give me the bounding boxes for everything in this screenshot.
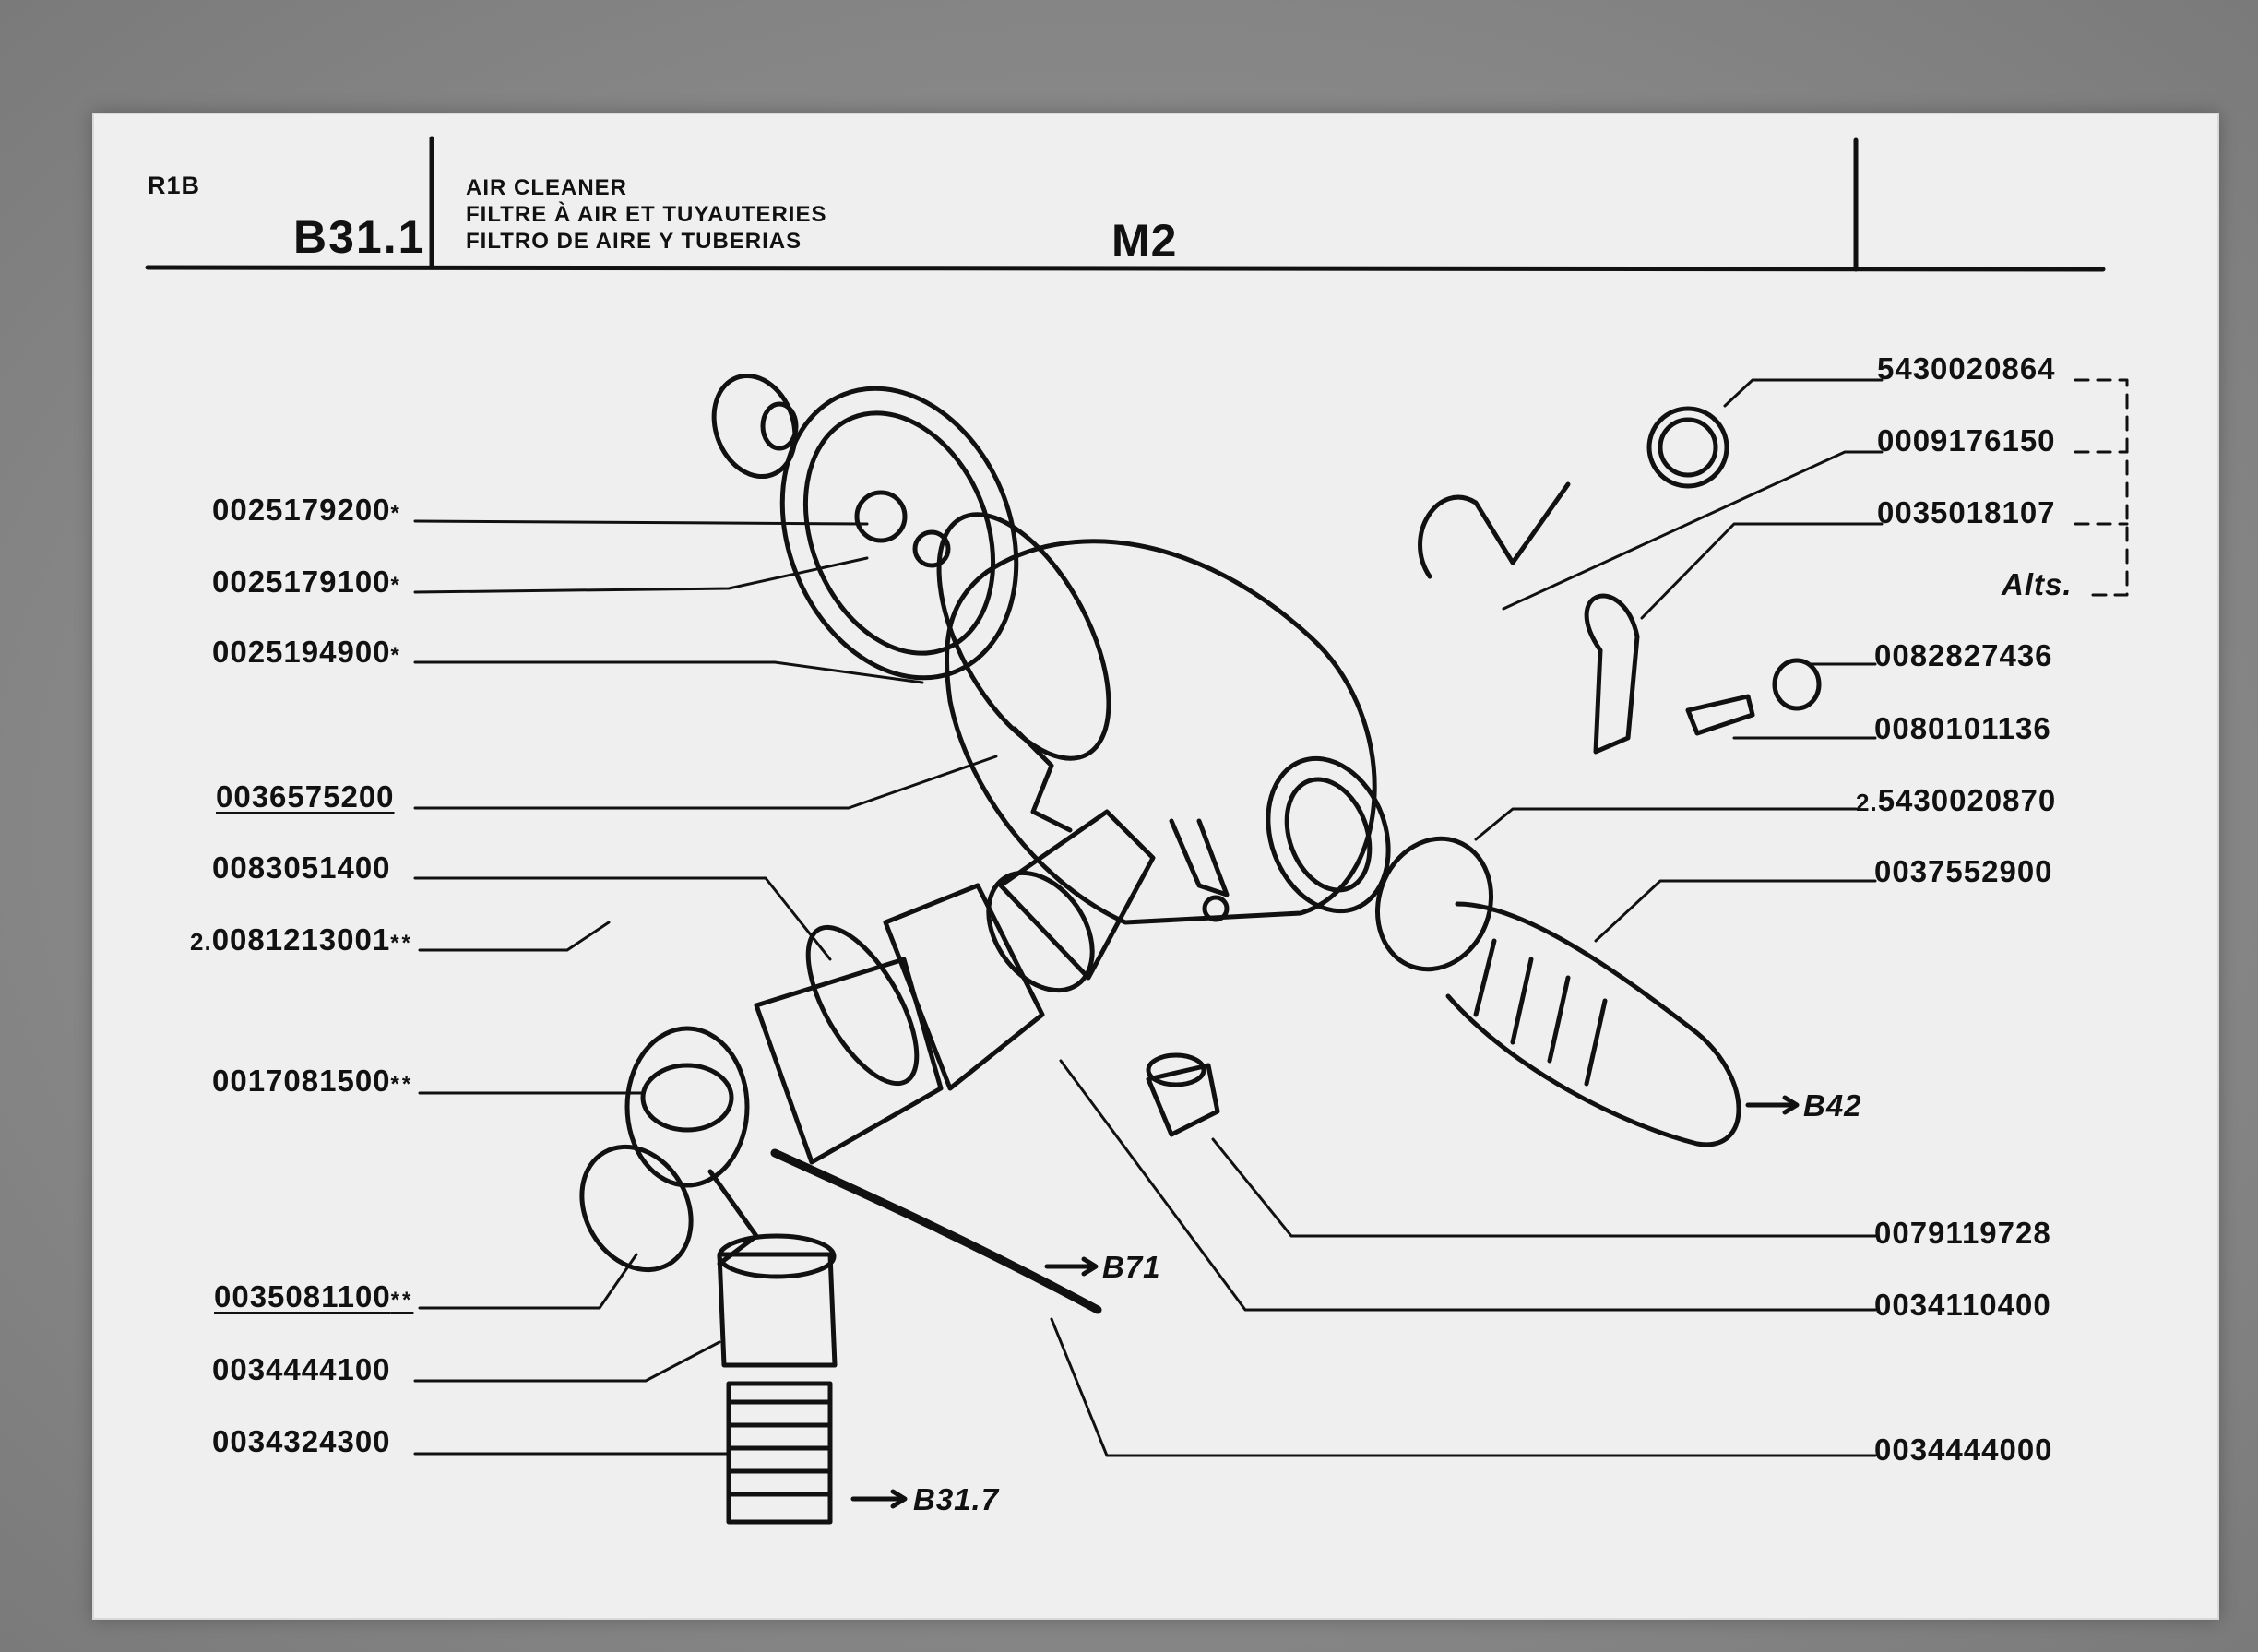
part-label-left: 0036575200 bbox=[216, 779, 395, 814]
breather-tube-drawing bbox=[770, 1148, 1102, 1314]
part-number: 0083051400 bbox=[212, 850, 391, 885]
group-code: B31.1 bbox=[293, 211, 426, 263]
star-mark: * bbox=[390, 501, 402, 526]
variant-code: M2 bbox=[1111, 215, 1178, 267]
model-code: R1B bbox=[148, 172, 201, 199]
part-label-right: 0035018107 bbox=[1877, 495, 2056, 530]
outlet-pipe-drawing bbox=[805, 809, 1156, 1091]
leader-lines bbox=[413, 378, 2129, 1457]
star-mark: * bbox=[390, 643, 402, 668]
part-number: 0036575200 bbox=[216, 779, 395, 814]
part-number: 0035081100 bbox=[214, 1279, 391, 1313]
part-label-right: 0009176150 bbox=[1877, 423, 2056, 458]
alternatives-label: Alts. bbox=[2002, 567, 2073, 602]
title-spanish: FILTRO DE AIRE Y TUBERIAS bbox=[466, 229, 802, 254]
quantity-prefix: 2. bbox=[1856, 789, 1878, 816]
reference-b31-7: B31.7 bbox=[913, 1482, 1000, 1516]
part-label-right: 0082827436 bbox=[1874, 638, 2053, 673]
part-label-right: 5430020864 bbox=[1877, 351, 2056, 386]
part-label-right: 2.5430020870 bbox=[1856, 783, 2056, 818]
part-label-left: 0025194900* bbox=[212, 635, 402, 670]
part-number: 0037552900 bbox=[1874, 854, 2053, 888]
part-label-left: 0034444100 bbox=[212, 1352, 391, 1387]
star-mark: * bbox=[390, 573, 402, 598]
reference-b42: B42 bbox=[1803, 1088, 1862, 1123]
part-label-left: 0025179200* bbox=[212, 493, 402, 528]
part-number: 0034444000 bbox=[1874, 1432, 2053, 1467]
part-number: 0017081500 bbox=[212, 1064, 391, 1098]
part-label-left: 0034324300 bbox=[212, 1424, 391, 1459]
cap-plug-drawing bbox=[1146, 1052, 1220, 1137]
part-number: 5430020864 bbox=[1877, 351, 2056, 386]
reference-b71: B71 bbox=[1102, 1250, 1161, 1284]
parts-catalog-sheet bbox=[92, 113, 2219, 1620]
part-number: 0025179100 bbox=[212, 565, 391, 599]
reference-arrows bbox=[850, 1095, 1800, 1509]
lower-hose-drawing bbox=[717, 1233, 838, 1525]
part-label-right: 0079119728 bbox=[1874, 1216, 2051, 1251]
part-number: 0009176150 bbox=[1877, 423, 2056, 458]
title-french: FILTRE À AIR ET TUYAUTERIES bbox=[466, 202, 827, 227]
part-number: 0025179200 bbox=[212, 493, 391, 527]
part-number: 0025194900 bbox=[212, 635, 391, 669]
star-mark: ** bbox=[390, 1288, 414, 1313]
part-label-left: 0017081500** bbox=[212, 1064, 413, 1099]
part-number: 0034110400 bbox=[1874, 1288, 2051, 1322]
air-cleaner-housing-drawing bbox=[936, 512, 1391, 925]
part-label-left: 2.0081213001** bbox=[190, 922, 413, 957]
part-number: 0035018107 bbox=[1877, 495, 2056, 529]
part-label-left: 0083051400 bbox=[212, 850, 391, 885]
part-label-right: 0034444000 bbox=[1874, 1432, 2053, 1468]
part-number: 0081213001 bbox=[211, 922, 391, 957]
part-number: 0079119728 bbox=[1874, 1216, 2051, 1250]
part-label-right: 0034110400 bbox=[1874, 1288, 2051, 1323]
right-side-parts-drawing bbox=[1374, 406, 1822, 1147]
part-label-right: 0080101136 bbox=[1874, 711, 2051, 746]
header-rule bbox=[145, 265, 2106, 272]
star-mark: ** bbox=[390, 931, 413, 956]
part-number: 0034444100 bbox=[212, 1352, 391, 1386]
part-number: 5430020870 bbox=[1877, 783, 2057, 817]
part-label-right: 0037552900 bbox=[1874, 854, 2053, 889]
quantity-prefix: 2. bbox=[190, 928, 212, 956]
part-label-left: 0035081100** bbox=[214, 1279, 413, 1314]
alts-text: Alts. bbox=[2002, 567, 2073, 601]
part-number: 0082827436 bbox=[1874, 638, 2053, 672]
end-cap-drawing bbox=[711, 373, 1019, 681]
title-english: AIR CLEANER bbox=[466, 175, 628, 200]
part-number: 0080101136 bbox=[1874, 711, 2051, 745]
part-number: 0034324300 bbox=[212, 1424, 391, 1458]
star-mark: ** bbox=[390, 1072, 414, 1097]
part-label-left: 0025179100* bbox=[212, 565, 402, 600]
